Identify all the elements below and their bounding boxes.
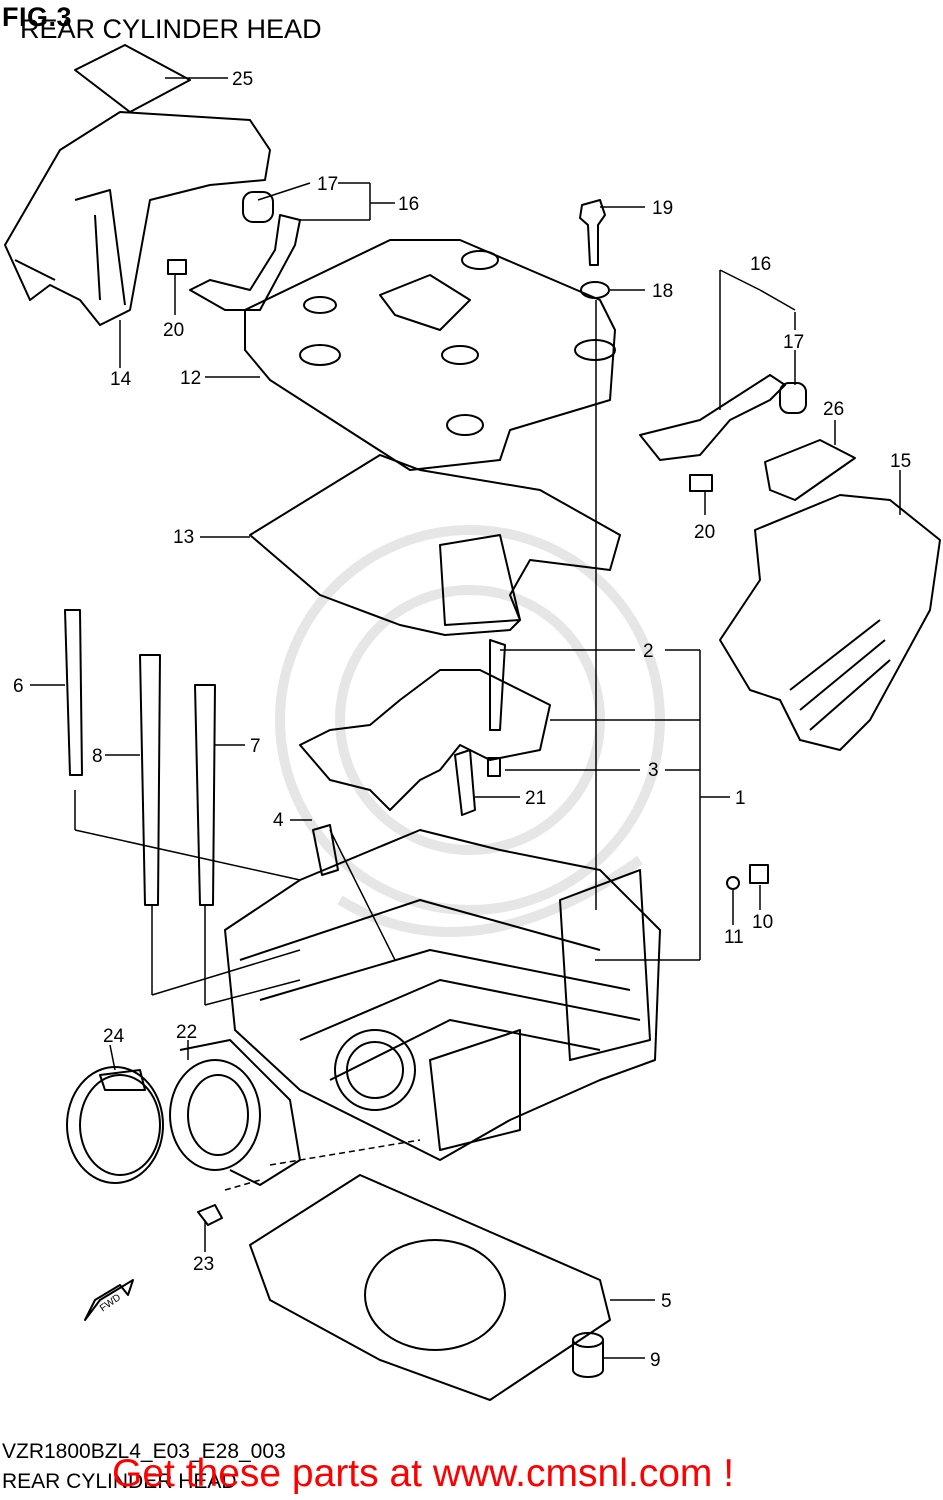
part-15-cover [719,494,941,751]
callout-2: 2 [643,641,654,662]
part-20-bolt [167,259,187,275]
part-17-grommet-right [779,382,807,414]
promo-link[interactable]: Get these parts at www.cmsnl.com ! [112,1452,735,1495]
callout-9: 9 [650,1350,661,1371]
callout-22: 22 [176,1022,197,1043]
part-18-washer [580,281,610,299]
callout-25: 25 [232,69,253,90]
callout-14: 14 [110,369,132,390]
callout-11: 11 [724,927,744,948]
callout-21: 21 [525,788,546,809]
part-11-washer [726,876,740,890]
fwd-arrow-icon [84,1279,134,1321]
part-12-head-cover [244,239,616,471]
part-14-cover [4,111,271,326]
part-1-cylinder-head [224,829,661,1161]
callout-17: 17 [317,174,338,195]
part-4-tappet [312,824,339,876]
part-7-bolt [194,684,216,906]
callout-19: 19 [652,198,673,219]
callout-20-right: 20 [694,522,715,543]
part-16-bracket-right [639,374,786,461]
diagram-caption: REAR CYLINDER HEAD [2,1470,237,1493]
callout-1: 1 [735,788,746,809]
callout-4: 4 [273,810,284,831]
part-5-gasket [249,1174,611,1401]
diagram-code: VZR1800BZL4_E03_E28_003 [2,1440,286,1463]
diagram-title: REAR CYLINDER HEAD [20,14,322,44]
part-8-bolt [139,654,161,906]
callout-12: 12 [180,368,201,389]
callout-26: 26 [823,399,844,420]
leader-lines [30,77,901,1359]
callout-23: 23 [193,1254,214,1275]
callout-7: 7 [250,736,261,757]
part-6-bolt [64,609,83,776]
callout-8: 8 [92,746,103,767]
callout-13: 13 [173,527,194,548]
part-10-bolt [749,864,769,884]
callout-24: 24 [103,1026,125,1047]
part-9-dowel [572,1332,604,1378]
part-19-bolt [579,199,606,266]
part-23-screw [197,1204,223,1226]
callout-3: 3 [648,760,659,781]
part-13-gasket [249,454,621,636]
callout-17-right: 17 [783,332,804,353]
part-25-seal [74,44,191,113]
part-20-bolt-right [689,474,713,492]
part-22-intake-pipe [169,1039,301,1186]
callout-labels: 25 17 16 19 18 20 14 12 16 17 26 15 20 1… [13,69,911,1371]
callout-5: 5 [661,1291,672,1312]
part-16-bracket [189,214,301,311]
callout-6: 6 [13,676,24,697]
part-17-grommet [242,191,274,223]
part-camshaft-holder [299,639,551,816]
figure-number: FIG.3 [2,2,73,32]
callout-15: 15 [890,451,911,472]
callout-10: 10 [752,912,773,933]
callout-16-right: 16 [750,254,771,275]
callout-16: 16 [398,194,419,215]
callout-18: 18 [652,281,673,302]
part-24-clamp [66,1066,164,1184]
callout-20: 20 [163,320,184,341]
part-26-seal [764,439,856,501]
